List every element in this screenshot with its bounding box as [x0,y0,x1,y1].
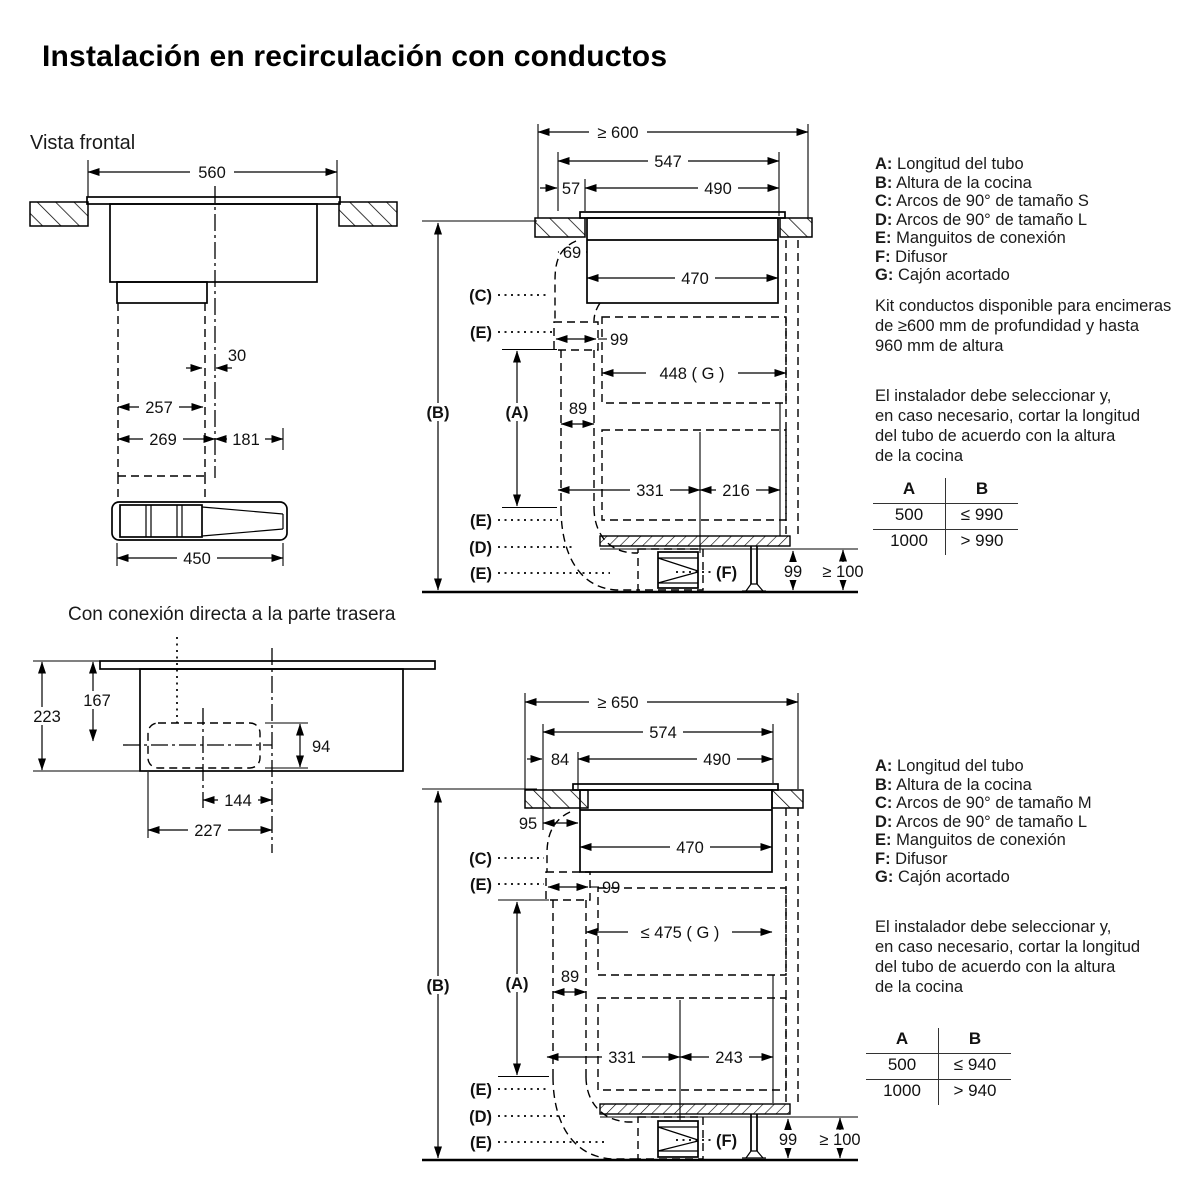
dim-69: 69 [563,244,581,262]
dim-223: 223 [33,708,61,726]
note-installer-bottom: El instalador debe seleccionar y, en cas… [875,918,1141,996]
side-view-bottom-diagram: ≥ 650 574 84 490 95 470 99 89 (A) [420,693,869,1162]
label-E: (E) [470,565,492,583]
label-E: (E) [470,324,492,342]
label-C: (C) [469,287,492,305]
label-F: (F) [716,564,737,582]
dim-89: 89 [561,968,579,986]
dim-475G: ≤ 475 ( G ) [641,924,720,942]
label-D: (D) [469,539,492,557]
note-kit: Kit conductos disponible para encimeras … [875,297,1172,355]
dim-269: 269 [149,431,177,449]
dim-84: 84 [551,751,569,769]
dim-490: 490 [703,751,731,769]
dim-95: 95 [519,815,537,833]
legend-item: B: Altura de la cocina [875,173,1032,192]
dim-100: ≥ 100 [819,1131,860,1149]
label-C: (C) [469,850,492,868]
page-title: Instalación en recirculación con conduct… [42,40,668,73]
rear-view-label: Con conexión directa a la parte trasera [68,604,396,625]
dim-448G: 448 ( G ) [659,365,724,383]
dim-30: 30 [228,347,246,365]
label-E: (E) [470,512,492,530]
legend-item: F: Difusor [875,849,948,868]
label-D: (D) [469,1108,492,1126]
dim-450: 450 [183,550,211,568]
legend-top: A: Longitud del tubo B: Altura de la coc… [875,155,1089,285]
dim-99: 99 [610,331,628,349]
dim-470: 470 [681,270,709,288]
dim-89: 89 [569,400,587,418]
dim-574: 574 [649,724,677,742]
legend-item: E: Manguitos de conexión [875,229,1066,247]
label-B: (B) [427,404,450,422]
legend-item: C: Arcos de 90° de tamaño S [875,192,1089,210]
legend-item: B: Altura de la cocina [875,775,1032,794]
dim-100: ≥ 100 [822,563,863,581]
dim-331: 331 [608,1049,636,1067]
label-A: (A) [506,975,529,993]
table-row: 500≤ 990 [873,504,1018,530]
dim-547: 547 [654,153,682,171]
dim-167: 167 [83,692,111,710]
dim-57: 57 [562,180,580,198]
table-row: 1000> 940 [866,1080,1011,1105]
dim-94: 94 [312,738,330,756]
note-installer-top: El instalador debe seleccionar y, en cas… [875,387,1141,465]
dim-470: 470 [676,839,704,857]
legend-item: C: Arcos de 90° de tamaño M [875,794,1092,812]
label-A: (A) [506,404,529,422]
dim-99b: 99 [784,563,802,581]
legend-item: D: Arcos de 90° de tamaño L [875,812,1088,831]
legend-item: G: Cajón acortado [875,266,1010,284]
table-row: 1000> 990 [873,530,1018,555]
dim-490: 490 [704,180,732,198]
dim-144: 144 [224,792,252,810]
rear-view-diagram: 223 167 94 144 227 [27,637,436,853]
dim-243: 243 [715,1049,743,1067]
label-F: (F) [716,1132,737,1150]
side-view-top-diagram: ≥ 600 547 57 490 470 69 99 89 (A) [420,123,872,594]
dim-257: 257 [145,399,173,417]
legend-item: F: Difusor [875,247,948,266]
legend-item: A: Longitud del tubo [875,155,1024,173]
dim-560: 560 [198,164,226,182]
label-E: (E) [470,1081,492,1099]
dim-99b: 99 [779,1131,797,1149]
label-B: (B) [427,977,450,995]
legend-bottom: A: Longitud del tubo B: Altura de la coc… [875,757,1092,887]
dim-600: ≥ 600 [597,124,638,142]
dim-216: 216 [722,482,750,500]
front-view-label: Vista frontal [30,132,136,154]
label-E: (E) [470,1134,492,1152]
legend-item: A: Longitud del tubo [875,757,1024,775]
dim-227: 227 [194,822,222,840]
table-row: 500≤ 940 [866,1054,1011,1080]
dim-331: 331 [636,482,664,500]
legend-item: E: Manguitos de conexión [875,831,1066,849]
legend-item: G: Cajón acortado [875,868,1010,886]
legend-item: D: Arcos de 90° de tamaño L [875,210,1088,229]
label-E: (E) [470,876,492,894]
dim-650: ≥ 650 [597,694,638,712]
dim-181: 181 [232,431,260,449]
front-view-diagram: 560 30 257 269 181 450 [29,160,398,568]
